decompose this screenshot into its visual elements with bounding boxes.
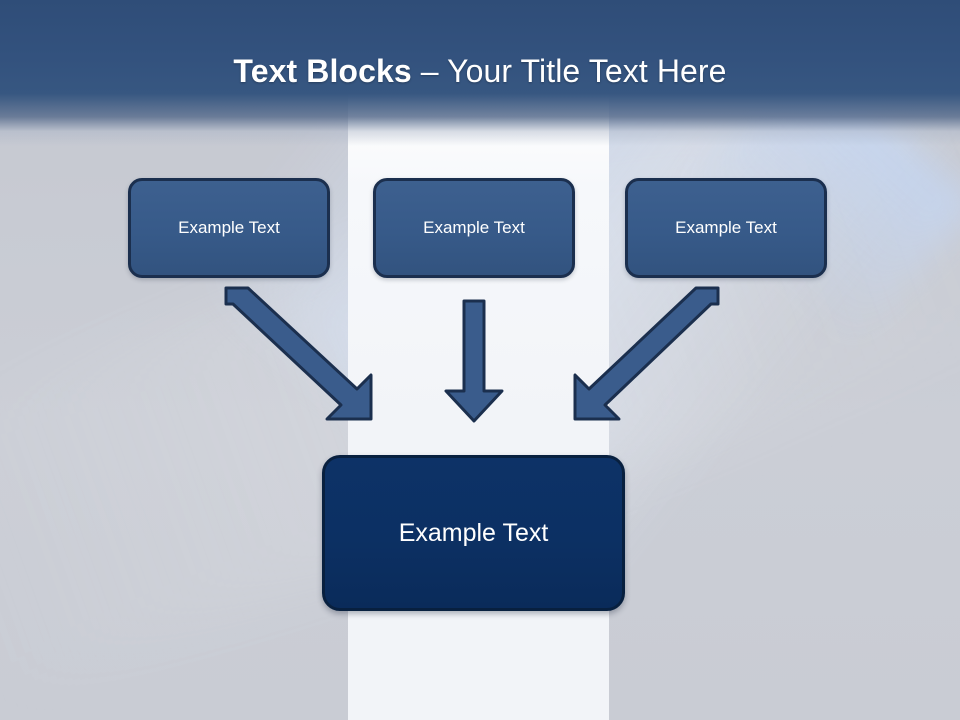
text-block-2-label: Example Text <box>423 218 525 237</box>
page-title-separator: – <box>411 53 448 89</box>
page-title-light: Your Title Text Here <box>447 53 727 89</box>
arrow-right-diagonal <box>573 286 720 421</box>
text-block-3-label: Example Text <box>675 218 777 237</box>
arrow-left-diagonal <box>224 286 373 421</box>
page-title: Text Blocks – Your Title Text Here <box>0 52 960 90</box>
text-block-1-label: Example Text <box>178 218 280 237</box>
text-block-3[interactable]: Example Text <box>625 178 827 278</box>
text-block-1[interactable]: Example Text <box>128 178 330 278</box>
page-title-strong: Text Blocks <box>233 53 412 89</box>
result-block-label: Example Text <box>398 518 549 547</box>
text-block-2[interactable]: Example Text <box>373 178 575 278</box>
result-block[interactable]: Example Text <box>322 455 625 611</box>
arrow-center-vertical <box>444 299 504 423</box>
